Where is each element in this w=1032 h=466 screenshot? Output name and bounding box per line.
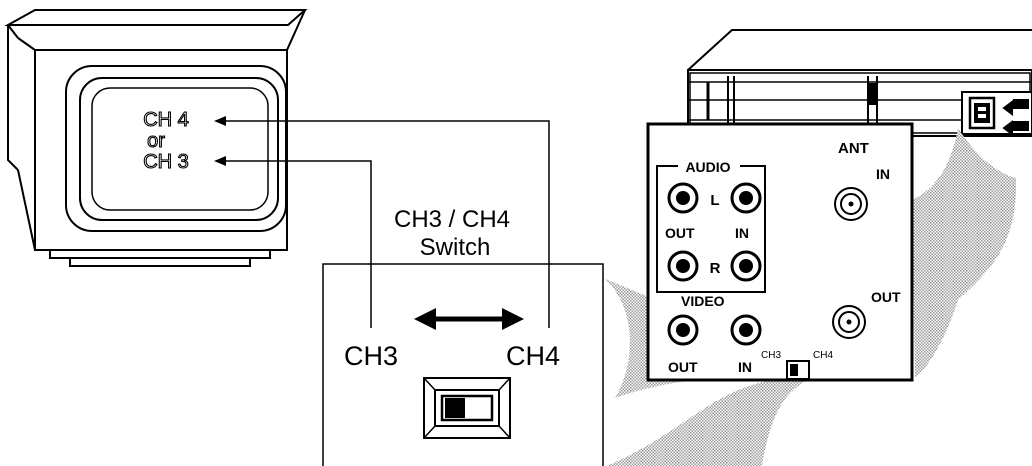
- video-in-jack[interactable]: [730, 314, 762, 346]
- ant-in-label: IN: [876, 166, 890, 182]
- vcr-rear-panel: AUDIO L R OUT IN VIDEO: [646, 122, 914, 382]
- ch-slide-switch[interactable]: [423, 377, 511, 439]
- audio-l-label: L: [710, 192, 719, 209]
- ant-in-connector[interactable]: [834, 187, 868, 221]
- audio-out-label: OUT: [665, 225, 695, 241]
- vcr-unit: [687, 29, 1032, 137]
- ch4-connector-line: [226, 120, 550, 328]
- television: [4, 9, 308, 267]
- switch-callout: CH3 / CH4 Switch CH3 CH4: [322, 206, 604, 466]
- tv-screen-line1: CH 4: [143, 109, 189, 131]
- video-in-label: IN: [738, 359, 752, 375]
- ant-out-label: OUT: [871, 289, 901, 305]
- audio-r-label: R: [710, 260, 721, 277]
- audio-in-label: IN: [735, 225, 749, 241]
- slide-arrow-icon: [414, 308, 524, 330]
- panel-ch3-label: CH3: [761, 350, 781, 361]
- tv-pointer-ch4: [214, 116, 226, 126]
- ant-out-connector[interactable]: [832, 305, 866, 339]
- audio-out-r-jack[interactable]: [667, 250, 699, 282]
- tv-screen-line2: or: [147, 130, 165, 152]
- audio-label: AUDIO: [685, 159, 730, 175]
- switch-knob[interactable]: [445, 398, 465, 418]
- tv-pointer-ch3: [214, 156, 226, 166]
- audio-out-l-jack[interactable]: [667, 182, 699, 214]
- switch-left-label: CH3: [344, 341, 398, 371]
- callout-shadow-right: [912, 128, 1017, 378]
- ch3-connector-line: [226, 160, 372, 328]
- panel-ch4-label: CH4: [813, 350, 833, 361]
- audio-in-l-jack[interactable]: [730, 182, 762, 214]
- panel-ch-switch[interactable]: [786, 360, 810, 380]
- switch-right-label: CH4: [506, 341, 560, 371]
- switch-title-line2: Switch: [420, 234, 491, 261]
- video-out-jack[interactable]: [667, 314, 699, 346]
- tv-screen-line3: CH 3: [143, 151, 189, 173]
- video-label: VIDEO: [681, 293, 725, 309]
- ant-label: ANT: [838, 140, 869, 157]
- audio-in-r-jack[interactable]: [730, 250, 762, 282]
- video-out-label: OUT: [668, 359, 698, 375]
- switch-title-line1: CH3 / CH4: [394, 206, 510, 233]
